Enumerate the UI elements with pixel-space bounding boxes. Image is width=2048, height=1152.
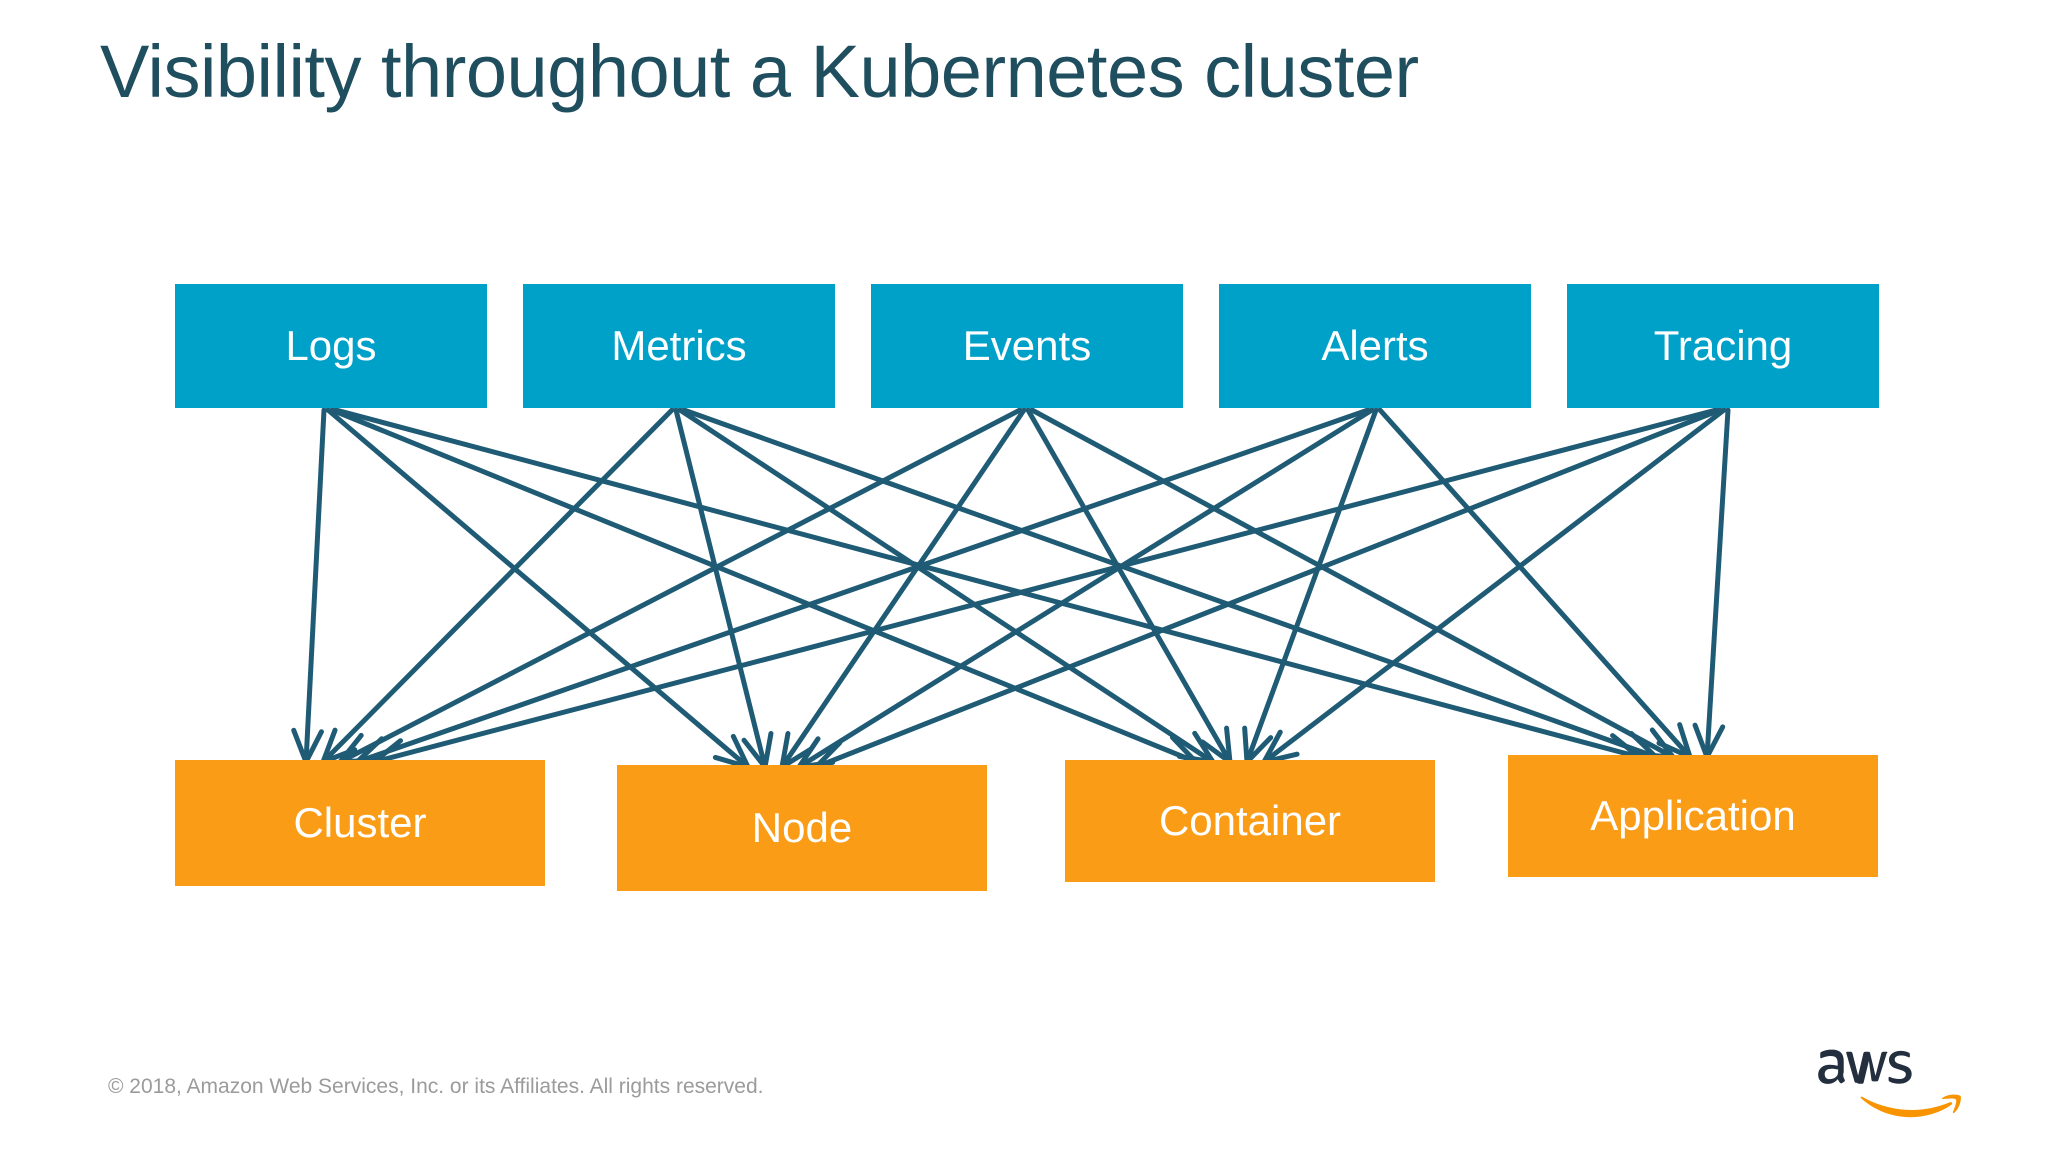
signal-box-metrics[interactable]: Metrics (523, 284, 835, 408)
aws-wordmark-icon (1818, 1049, 1912, 1084)
layer-box-label: Application (1590, 792, 1796, 839)
edge-tracing-to-application (1704, 407, 1731, 760)
edge-events-to-container (1025, 407, 1233, 765)
edge-metrics-to-application (681, 407, 1659, 760)
edge-metrics-to-node (673, 407, 768, 770)
arrowhead-logs-to-cluster (291, 727, 324, 765)
arrowhead-metrics-to-container (1176, 730, 1216, 765)
page-title: Visibility throughout a Kubernetes clust… (100, 30, 1419, 113)
arrowhead-events-to-container (1200, 725, 1233, 765)
layer-box-cluster[interactable]: Cluster (175, 760, 545, 886)
footer-copyright: © 2018, Amazon Web Services, Inc. or its… (108, 1075, 764, 1098)
edge-logs-to-container (329, 407, 1199, 765)
edge-events-to-node (779, 407, 1027, 770)
arrowhead-metrics-to-cluster (320, 727, 358, 765)
signal-box-tracing[interactable]: Tracing (1567, 284, 1879, 408)
signal-box-label: Logs (285, 322, 377, 369)
layer-box-application[interactable]: Application (1508, 755, 1878, 877)
arrowhead-alerts-to-node (796, 736, 836, 770)
arrowhead-logs-to-node (712, 733, 751, 770)
edge-logs-to-cluster (303, 407, 327, 765)
signal-box-alerts[interactable]: Alerts (1219, 284, 1531, 408)
layer-box-container[interactable]: Container (1065, 760, 1435, 882)
edge-events-to-application (1029, 407, 1676, 760)
arrowhead-events-to-cluster (337, 732, 377, 765)
layer-box-label: Container (1158, 797, 1342, 844)
layer-box-node[interactable]: Node (617, 765, 987, 891)
edge-alerts-to-application (1377, 407, 1693, 760)
aws-logo (1818, 1049, 1961, 1118)
layer-box-label: Cluster (293, 799, 427, 846)
aws-smile-icon (1860, 1094, 1961, 1118)
arrowhead-alerts-to-application (1656, 722, 1693, 760)
signal-box-label: Alerts (1321, 322, 1429, 369)
edge-logs-to-application (333, 407, 1642, 760)
arrowhead-metrics-to-node (741, 731, 774, 770)
signal-box-label: Metrics (611, 322, 747, 369)
arrowhead-alerts-to-container (1242, 725, 1274, 765)
edges (291, 407, 1731, 771)
arrowhead-events-to-node (779, 731, 814, 770)
edge-metrics-to-cluster (320, 407, 675, 765)
edge-metrics-to-container (677, 407, 1216, 765)
signal-box-events[interactable]: Events (871, 284, 1183, 408)
arrowhead-tracing-to-container (1261, 729, 1300, 765)
signal-box-label: Tracing (1653, 322, 1793, 369)
edge-logs-to-node (325, 407, 751, 770)
arrowhead-events-to-application (1636, 727, 1676, 760)
edge-alerts-to-node (796, 407, 1375, 770)
edge-events-to-cluster (337, 407, 1023, 765)
edge-alerts-to-cluster (354, 407, 1371, 765)
edge-tracing-to-container (1261, 407, 1727, 765)
edge-tracing-to-cluster (371, 407, 1719, 765)
signal-box-logs[interactable]: Logs (175, 284, 487, 408)
arrowhead-tracing-to-application (1692, 722, 1726, 760)
edge-alerts-to-container (1244, 407, 1379, 765)
signal-box-label: Events (962, 322, 1092, 369)
edge-tracing-to-node (813, 407, 1723, 770)
layer-box-label: Node (751, 804, 853, 851)
